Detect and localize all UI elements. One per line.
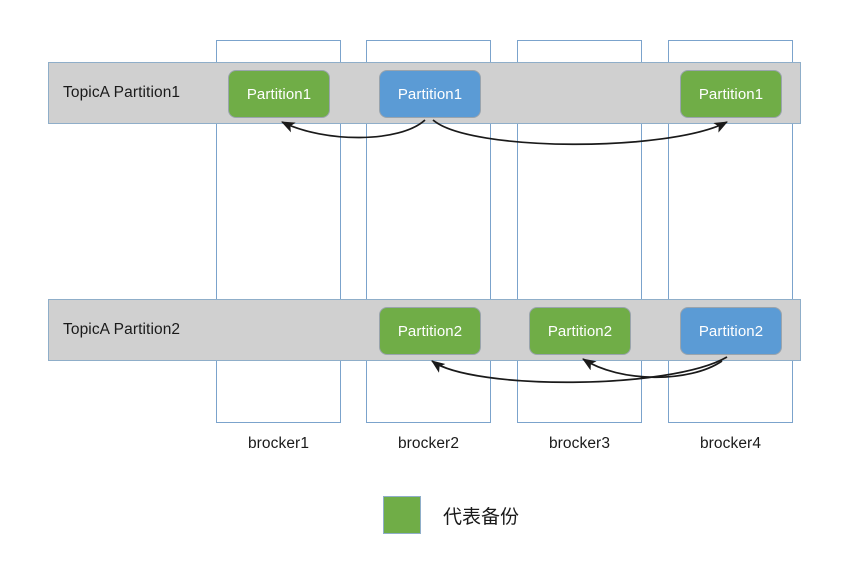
legend-label: 代表备份 <box>443 505 520 528</box>
broker-label-brocker3: brocker3 <box>548 435 611 452</box>
partition-box-p1-brocker4[interactable]: Partition1 <box>680 70 782 118</box>
partition-box-p2-brocker2[interactable]: Partition2 <box>379 307 481 355</box>
partition-box-p1-brocker2[interactable]: Partition1 <box>379 70 481 118</box>
broker-column-brocker4 <box>668 40 793 423</box>
partition-box-label: Partition2 <box>397 322 463 340</box>
broker-label-brocker4: brocker4 <box>699 435 762 452</box>
broker-label-brocker1: brocker1 <box>247 435 310 452</box>
partition-box-label: Partition2 <box>547 322 613 340</box>
partition-box-label: Partition1 <box>698 85 764 103</box>
broker-column-brocker2 <box>366 40 491 423</box>
partition-box-p1-brocker1[interactable]: Partition1 <box>228 70 330 118</box>
broker-column-brocker1 <box>216 40 341 423</box>
topic-band-label-partition1: TopicA Partition1 <box>63 84 181 101</box>
broker-label-brocker2: brocker2 <box>397 435 460 452</box>
partition-box-p2-brocker3[interactable]: Partition2 <box>529 307 631 355</box>
partition-box-p2-brocker4[interactable]: Partition2 <box>680 307 782 355</box>
partition-box-label: Partition1 <box>397 85 463 103</box>
partition-box-label: Partition2 <box>698 322 764 340</box>
topic-band-label-partition2: TopicA Partition2 <box>63 321 181 338</box>
broker-column-brocker3 <box>517 40 642 423</box>
legend-swatch-replica <box>383 496 421 534</box>
legend: 代表备份 <box>383 496 519 534</box>
partition-box-label: Partition1 <box>246 85 312 103</box>
